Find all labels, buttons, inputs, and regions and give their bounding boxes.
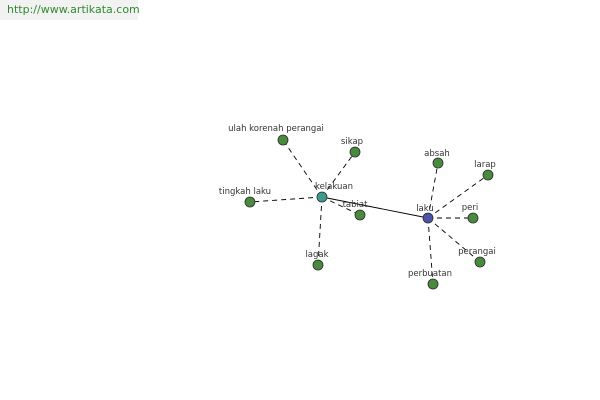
node-label-sikap: sikap (341, 137, 363, 147)
edge-kelakuan-laku (321, 196, 429, 219)
node-larap[interactable] (482, 169, 494, 181)
nodes-layer (244, 134, 494, 290)
edge-kelakuan-lagak (317, 196, 323, 266)
edge-kelakuan-ulah (282, 139, 323, 198)
node-label-tingkah: tingkah laku (219, 187, 271, 197)
node-tabiat[interactable] (354, 209, 366, 221)
node-tingkah[interactable] (244, 196, 256, 208)
node-lagak[interactable] (312, 259, 324, 271)
node-label-kelakuan: kelakuan (315, 182, 353, 192)
edge-laku-perbuatan (427, 217, 434, 285)
node-kelakuan[interactable] (316, 191, 328, 203)
node-laku[interactable] (422, 212, 434, 224)
node-label-ulah: ulah korenah perangai (228, 124, 324, 134)
node-label-perbuatan: perbuatan (408, 269, 452, 279)
node-label-lagak: lagak (305, 250, 328, 260)
edge-kelakuan-sikap (321, 151, 356, 198)
labels-layer: kelakuan laku ulah korenah perangai sikap ti… (219, 124, 496, 279)
edge-laku-absah (427, 162, 439, 219)
node-label-larap: larap (474, 160, 496, 170)
edge-laku-perangai (427, 217, 481, 263)
node-label-laku: laku (416, 204, 434, 214)
node-perangai[interactable] (474, 256, 486, 268)
edge-kelakuan-tabiat (321, 196, 361, 216)
node-label-perangai: perangai (458, 247, 496, 257)
edges-layer (249, 139, 489, 285)
node-sikap[interactable] (349, 146, 361, 158)
edge-laku-larap (427, 174, 489, 219)
watermark-url: http://www.artikata.com (0, 0, 140, 20)
node-absah[interactable] (432, 157, 444, 169)
node-label-tabiat: tabiat (343, 200, 369, 210)
node-label-peri: peri (462, 203, 478, 213)
node-perbuatan[interactable] (427, 278, 439, 290)
node-peri[interactable] (467, 212, 479, 224)
node-label-absah: absah (424, 149, 450, 159)
node-ulah[interactable] (277, 134, 289, 146)
edge-kelakuan-tingkah (249, 196, 323, 203)
